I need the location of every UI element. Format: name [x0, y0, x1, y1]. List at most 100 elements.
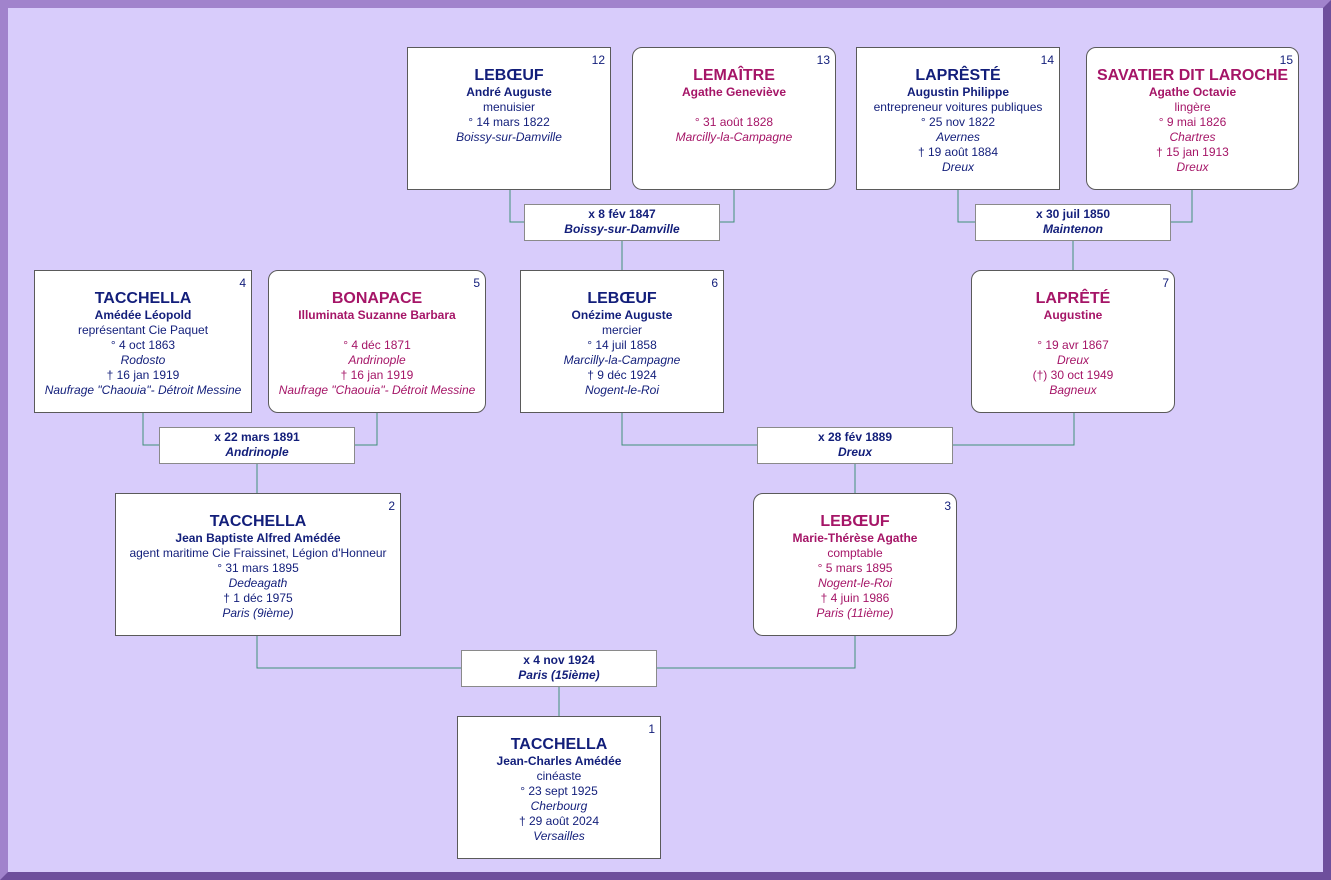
sosa-number: 12 [591, 53, 605, 67]
given-names: Amédée Léopold [94, 308, 192, 322]
surname: LAPRÊSTÉ [915, 67, 1001, 84]
person-card-4[interactable]: 4 TACCHELLA Amédée Léopold représentant … [34, 270, 252, 413]
surname: TACCHELLA [209, 513, 307, 530]
death-place: Dreux [941, 160, 974, 174]
sosa-number: 3 [944, 499, 951, 513]
birth-date: ° 25 nov 1822 [920, 115, 996, 129]
birth-date: ° 4 oct 1863 [110, 338, 176, 352]
given-names: Illuminata Suzanne Barbara [298, 308, 456, 322]
surname: LEBŒUF [820, 513, 890, 530]
birth-place: Marcilly-la-Campagne [675, 130, 793, 144]
death-date: † 16 jan 1919 [106, 368, 180, 382]
birth-date: ° 31 août 1828 [694, 115, 774, 129]
occupation [972, 323, 1174, 338]
person-card-12[interactable]: 12 LEBŒUF André Auguste menuisier ° 14 m… [407, 47, 611, 190]
marriage-box-14-15: x 30 juil 1850 Maintenon [975, 204, 1171, 241]
death-place [633, 160, 835, 175]
given-names: Jean Baptiste Alfred Amédée [175, 531, 341, 545]
occupation: cinéaste [536, 769, 582, 783]
sosa-number: 4 [239, 276, 246, 290]
marriage-date: x 22 mars 1891 [214, 430, 300, 444]
birth-place: Avernes [936, 130, 980, 144]
marriage-place: Maintenon [1043, 222, 1103, 236]
death-place: Versailles [533, 829, 585, 843]
death-date: † 9 déc 1924 [587, 368, 657, 382]
birth-place: Nogent-le-Roi [817, 576, 893, 590]
birth-date: ° 31 mars 1895 [217, 561, 299, 575]
given-names: Agathe Geneviève [681, 85, 787, 99]
death-date [408, 145, 610, 160]
sosa-number: 5 [473, 276, 480, 290]
occupation: lingère [1174, 100, 1211, 114]
death-place: Nogent-le-Roi [584, 383, 660, 397]
marriage-date: x 4 nov 1924 [523, 653, 595, 667]
marriage-box-2-3: x 4 nov 1924 Paris (15ième) [461, 650, 657, 687]
birth-place: Rodosto [120, 353, 166, 367]
surname: SAVATIER DIT LAROCHE [1096, 67, 1289, 84]
birth-place: Marcilly-la-Campagne [563, 353, 681, 367]
death-place: Paris (9ième) [222, 606, 294, 620]
sosa-number: 13 [816, 53, 830, 67]
occupation: représentant Cie Paquet [77, 323, 209, 337]
person-card-15[interactable]: 15 SAVATIER DIT LAROCHE Agathe Octavie l… [1086, 47, 1299, 190]
connector-14-15 [957, 190, 1193, 271]
death-place [408, 160, 610, 175]
birth-date: ° 5 mars 1895 [817, 561, 893, 575]
sosa-number: 14 [1040, 53, 1054, 67]
birth-place: Chartres [1169, 130, 1216, 144]
connector-6-7 [621, 413, 1075, 494]
birth-place: Boissy-sur-Damville [456, 130, 562, 144]
person-card-7[interactable]: 7 LAPRÊTÉ Augustine ° 19 avr 1867 Dreux … [971, 270, 1175, 413]
sosa-number: 15 [1279, 53, 1293, 67]
marriage-date: x 28 fév 1889 [817, 430, 893, 444]
occupation: agent maritime Cie Fraissinet, Légion d'… [129, 546, 387, 560]
birth-date: ° 4 déc 1871 [343, 338, 411, 352]
marriage-box-4-5: x 22 mars 1891 Andrinople [159, 427, 355, 464]
given-names: André Auguste [466, 85, 552, 99]
given-names: Onézime Auguste [571, 308, 673, 322]
person-card-1[interactable]: 1 TACCHELLA Jean-Charles Amédée cinéaste… [457, 716, 661, 859]
person-card-2[interactable]: 2 TACCHELLA Jean Baptiste Alfred Amédée … [115, 493, 401, 636]
person-card-13[interactable]: 13 LEMAÎTRE Agathe Geneviève ° 31 août 1… [632, 47, 836, 190]
sosa-number: 2 [388, 499, 395, 513]
occupation: mercier [601, 323, 642, 337]
death-date: † 19 août 1884 [917, 145, 999, 159]
surname: LEBŒUF [587, 290, 657, 307]
marriage-place: Dreux [837, 445, 872, 459]
death-date: † 29 août 2024 [518, 814, 600, 828]
birth-date: ° 9 mai 1826 [1158, 115, 1227, 129]
marriage-place: Andrinople [225, 445, 289, 459]
surname: LEMAÎTRE [693, 67, 775, 84]
sosa-number: 1 [648, 722, 655, 736]
surname: LAPRÊTÉ [1035, 290, 1111, 307]
surname: BONAPACE [331, 290, 423, 307]
person-card-5[interactable]: 5 BONAPACE Illuminata Suzanne Barbara ° … [268, 270, 486, 413]
birth-place: Dreux [1056, 353, 1089, 367]
death-date: † 4 juin 1986 [820, 591, 890, 605]
birth-place: Dedeagath [228, 576, 288, 590]
birth-date: ° 23 sept 1925 [520, 784, 598, 798]
person-card-3[interactable]: 3 LEBŒUF Marie-Thérèse Agathe comptable … [753, 493, 957, 636]
given-names: Marie-Thérèse Agathe [792, 531, 918, 545]
marriage-place: Paris (15ième) [518, 668, 600, 682]
occupation [633, 100, 835, 115]
occupation: entrepreneur voitures publiques [873, 100, 1043, 114]
death-place: Dreux [1176, 160, 1209, 174]
marriage-place: Boissy-sur-Damville [564, 222, 680, 236]
death-place: Naufrage "Chaouia"- Détroit Messine [278, 383, 476, 397]
death-date: † 1 déc 1975 [223, 591, 293, 605]
occupation [269, 323, 485, 338]
birth-place: Cherbourg [530, 799, 588, 813]
occupation: comptable [827, 546, 883, 560]
birth-date: ° 14 juil 1858 [587, 338, 657, 352]
person-card-14[interactable]: 14 LAPRÊSTÉ Augustin Philippe entreprene… [856, 47, 1060, 190]
given-names: Augustin Philippe [907, 85, 1009, 99]
death-date: † 15 jan 1913 [1156, 145, 1229, 159]
occupation: menuisier [482, 100, 536, 114]
birth-place: Andrinople [348, 353, 406, 367]
death-date: † 16 jan 1919 [340, 368, 414, 382]
death-place: Naufrage "Chaouia"- Détroit Messine [44, 383, 242, 397]
marriage-box-6-7: x 28 fév 1889 Dreux [757, 427, 953, 464]
person-card-6[interactable]: 6 LEBŒUF Onézime Auguste mercier ° 14 ju… [520, 270, 724, 413]
surname: TACCHELLA [510, 736, 608, 753]
